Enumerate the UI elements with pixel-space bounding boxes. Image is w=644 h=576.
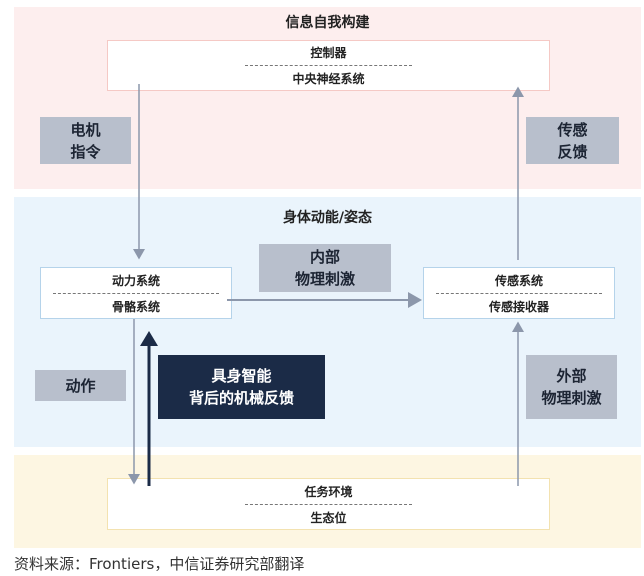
motor-box: 动力系统 骨骼系统 [40, 267, 232, 319]
controller-box: 控制器 中央神经系统 [107, 40, 550, 91]
action-label: 动作 [35, 370, 126, 401]
niche-label: 生态位 [310, 510, 347, 525]
section-title-info: 信息自我构建 [285, 15, 370, 31]
internal-stimulus-label: 内部 物理刺激 [259, 244, 391, 292]
divider [53, 292, 219, 294]
environment-box: 任务环境 生态位 [107, 478, 550, 530]
cns-label: 中央神经系统 [292, 72, 365, 86]
power-system-label: 动力系统 [111, 273, 160, 288]
source-caption: 资料来源：Frontiers，中信证券研究部翻译 [14, 555, 305, 573]
sensor-system-label: 传感系统 [494, 273, 543, 288]
sensor-receiver-label: 传感接收器 [488, 299, 549, 314]
controller-label: 控制器 [310, 46, 347, 60]
sensory-feedback-label: 传感 反馈 [526, 117, 619, 164]
sensor-box: 传感系统 传感接收器 [423, 267, 615, 319]
external-stimulus-label: 外部 物理刺激 [526, 355, 617, 419]
skeletal-system-label: 骨骼系统 [111, 299, 160, 314]
divider [245, 503, 412, 505]
divider [245, 65, 412, 66]
task-environment-label: 任务环境 [304, 484, 353, 499]
motor-command-label: 电机 指令 [40, 117, 131, 164]
embodied-feedback-label: 具身智能 背后的机械反馈 [158, 355, 325, 419]
divider [436, 292, 602, 294]
section-title-body: 身体动能/姿态 [282, 210, 373, 226]
